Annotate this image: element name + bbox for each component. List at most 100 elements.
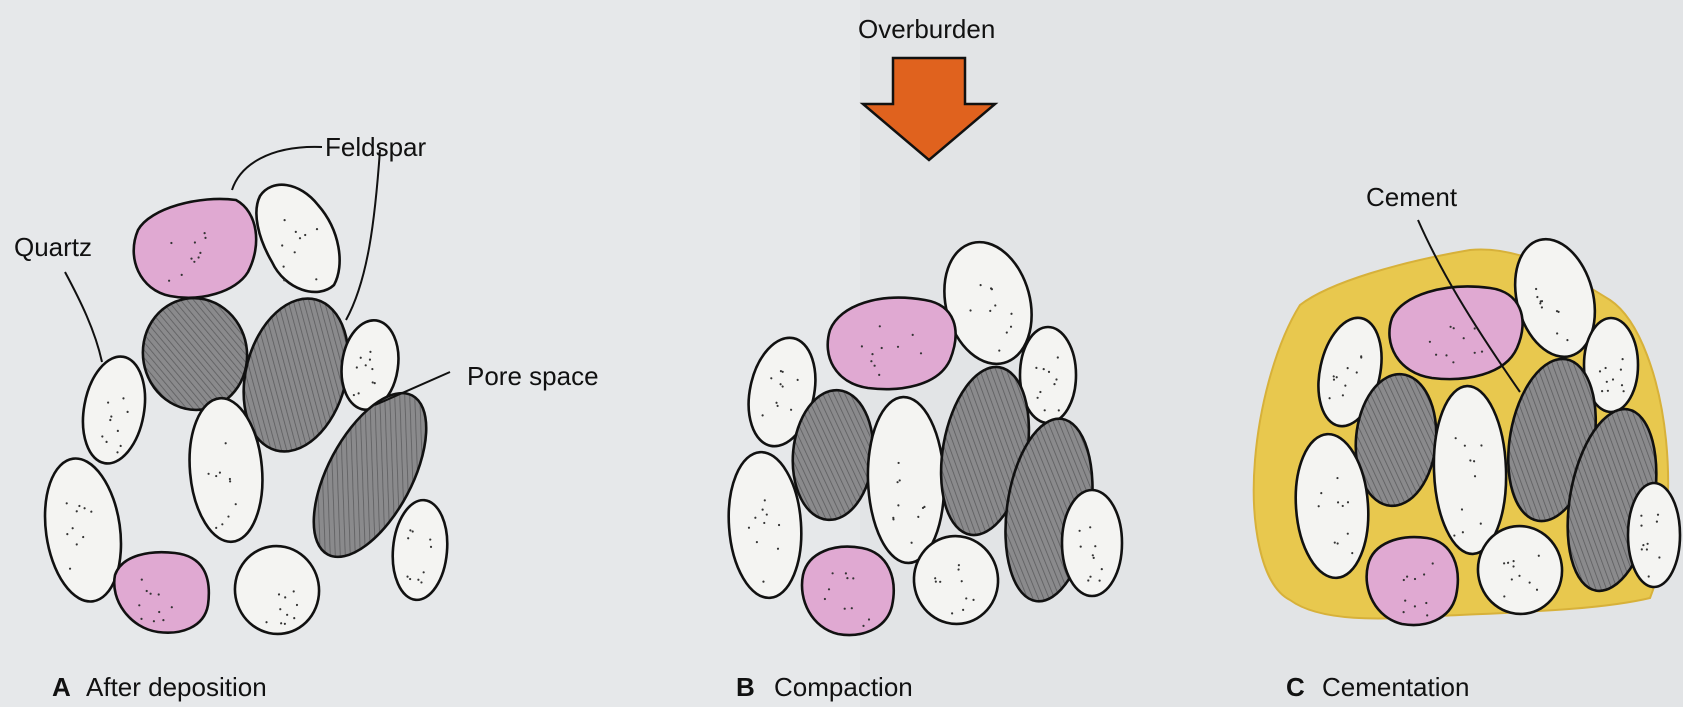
speckle-dot — [304, 234, 306, 236]
speckle-dot — [295, 231, 297, 233]
speckle-dot — [879, 325, 881, 327]
speckle-dot — [845, 572, 847, 574]
speckle-dot — [1453, 327, 1455, 329]
speckle-dot — [920, 352, 922, 354]
speckle-dot — [1656, 521, 1658, 523]
panel-a-letter: A — [52, 672, 71, 702]
speckle-dot — [874, 365, 876, 367]
speckle-dot — [1087, 579, 1089, 581]
panel-a-caption: After deposition — [86, 672, 267, 702]
speckle-dot — [1426, 614, 1428, 616]
speckle-dot — [828, 588, 830, 590]
speckle-dot — [198, 256, 200, 258]
speckle-dot — [1404, 600, 1406, 602]
speckle-dot — [1621, 384, 1623, 386]
pore-space-label: Pore space — [467, 361, 599, 391]
speckle-dot — [1646, 548, 1648, 550]
speckle-dot — [194, 241, 196, 243]
speckle-dot — [912, 334, 914, 336]
speckle-dot — [1406, 576, 1408, 578]
speckle-dot — [150, 593, 152, 595]
speckle-dot — [862, 625, 864, 627]
speckle-dot — [1640, 525, 1642, 527]
speckle-dot — [1089, 576, 1091, 578]
speckle-dot — [1048, 371, 1050, 373]
speckle-dot — [1640, 515, 1642, 517]
speckle-dot — [1607, 390, 1609, 392]
speckle-dot — [1450, 326, 1452, 328]
speckle-dot — [190, 258, 192, 260]
speckle-dot — [1463, 337, 1465, 339]
speckle-dot — [1622, 358, 1624, 360]
speckle-dot — [1044, 409, 1046, 411]
speckle-dot — [871, 353, 873, 355]
speckle-dot — [1055, 378, 1057, 380]
speckle-dot — [1053, 383, 1055, 385]
panel-b-letter: B — [736, 672, 755, 702]
speckle-dot — [897, 346, 899, 348]
speckle-dot — [1429, 341, 1431, 343]
speckle-dot — [1605, 367, 1607, 369]
speckle-dot — [168, 280, 170, 282]
speckle-dot — [1099, 580, 1101, 582]
cement-label: Cement — [1366, 182, 1458, 212]
speckle-dot — [171, 606, 173, 608]
speckle-dot — [1423, 573, 1425, 575]
speckle-dot — [1080, 546, 1082, 548]
speckle-dot — [181, 274, 183, 276]
speckle-dot — [881, 347, 883, 349]
speckle-dot — [844, 608, 846, 610]
speckle-dot — [1057, 356, 1059, 358]
speckle-dot — [1641, 548, 1643, 550]
speckle-dot — [1403, 611, 1405, 613]
speckle-dot — [1606, 381, 1608, 383]
speckle-dot — [870, 360, 872, 362]
speckle-dot — [1474, 352, 1476, 354]
speckle-dot — [146, 590, 148, 592]
speckle-dot — [1058, 409, 1060, 411]
feldspar-grain — [828, 298, 956, 389]
speckle-dot — [1620, 369, 1622, 371]
speckle-dot — [138, 604, 140, 606]
speckle-dot — [199, 252, 201, 254]
panel-c-letter: C — [1286, 672, 1305, 702]
speckle-dot — [316, 228, 318, 230]
speckle-dot — [1432, 562, 1434, 564]
speckle-dot — [1648, 575, 1650, 577]
panel-b-caption: Compaction — [774, 672, 913, 702]
speckle-dot — [140, 618, 142, 620]
speckle-dot — [1035, 367, 1037, 369]
speckle-dot — [1435, 354, 1437, 356]
speckle-dot — [1101, 568, 1103, 570]
quartz-grain — [1062, 490, 1122, 596]
speckle-dot — [1425, 602, 1427, 604]
speckle-dot — [1658, 556, 1660, 558]
speckle-dot — [1043, 368, 1045, 370]
speckle-dot — [299, 237, 301, 239]
speckle-dot — [1093, 557, 1095, 559]
feldspar-grain — [1367, 537, 1458, 625]
speckle-dot — [824, 598, 826, 600]
speckle-dot — [283, 279, 285, 281]
speckle-dot — [861, 345, 863, 347]
speckle-dot — [1414, 605, 1416, 607]
speckle-dot — [852, 577, 854, 579]
speckle-dot — [1079, 530, 1081, 532]
speckle-dot — [1092, 554, 1094, 556]
speckle-dot — [158, 611, 160, 613]
speckle-dot — [1474, 327, 1476, 329]
speckle-dot — [141, 579, 143, 581]
speckle-dot — [1403, 579, 1405, 581]
speckle-dot — [846, 577, 848, 579]
speckle-dot — [868, 618, 870, 620]
quartz-label: Quartz — [14, 232, 92, 262]
speckle-dot — [294, 251, 296, 253]
speckle-dot — [1601, 390, 1603, 392]
speckle-dot — [1452, 361, 1454, 363]
feldspar-grain — [802, 547, 894, 635]
quartz-grain — [1628, 483, 1680, 587]
speckle-dot — [1445, 354, 1447, 356]
speckle-dot — [1642, 544, 1644, 546]
